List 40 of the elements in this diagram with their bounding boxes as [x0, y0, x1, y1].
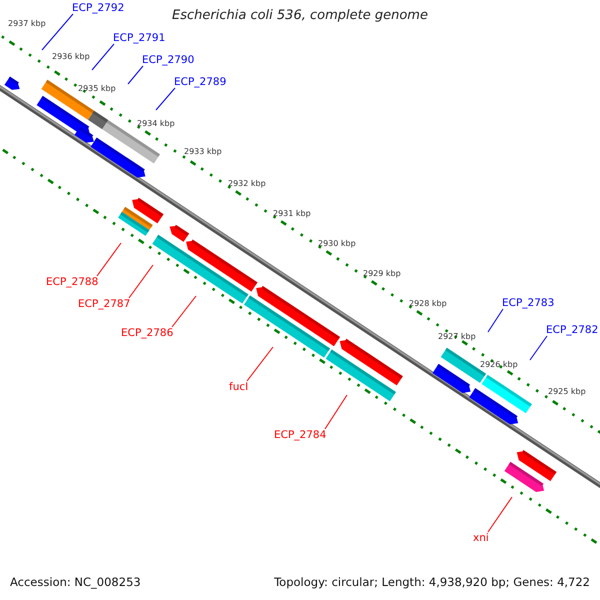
position-label: 2932 kbp: [228, 179, 266, 189]
leader-line: [156, 88, 176, 110]
position-label: 2927 kbp: [438, 332, 476, 342]
footer-note: Topology: circular; Length: 4,938,920 bp; Genes: 4,722: [274, 575, 590, 589]
gene-label: ECP_2782: [546, 324, 598, 336]
position-label: 2928 kbp: [409, 299, 447, 309]
leader-line: [324, 394, 348, 430]
gene-label: ECP_2788: [46, 276, 98, 288]
footer-note: Accession: NC_008253: [10, 575, 141, 589]
leader-line: [128, 264, 154, 298]
gene-label: ECP_2783: [502, 297, 554, 309]
leader-line: [488, 308, 504, 332]
leader-line: [128, 66, 144, 84]
gene-label: ECP_2792: [72, 2, 124, 14]
position-label: 2926 kbp: [480, 360, 518, 370]
position-label: 2937 kbp: [8, 19, 46, 29]
leader-line: [530, 336, 548, 360]
gene-label: ECP_2790: [142, 54, 194, 66]
gene-label: ECP_2791: [113, 32, 166, 44]
gene-label: ECP_2786: [121, 327, 174, 339]
leader-line: [246, 346, 274, 382]
leader-line: [172, 296, 196, 328]
position-label: 2931 kbp: [273, 209, 311, 219]
position-label: 2935 kbp: [78, 84, 116, 94]
leader-line: [488, 496, 512, 532]
gene-label: ECP_2784: [274, 429, 326, 441]
position-label: 2936 kbp: [52, 52, 90, 62]
leader-line: [42, 14, 74, 50]
leader-line: [92, 44, 114, 70]
gene-label: ECP_2789: [174, 76, 226, 88]
position-label: 2925 kbp: [548, 387, 586, 397]
position-label: 2929 kbp: [363, 269, 401, 279]
gene-label: fucI: [229, 381, 248, 393]
leader-line: [96, 242, 122, 276]
position-label: 2930 kbp: [318, 239, 356, 249]
chart-title: Escherichia coli 536, complete genome: [172, 8, 428, 23]
position-label: 2934 kbp: [137, 119, 175, 129]
gene-label: xni: [473, 532, 489, 544]
gene-label: ECP_2787: [78, 298, 130, 310]
position-label: 2933 kbp: [184, 147, 222, 157]
